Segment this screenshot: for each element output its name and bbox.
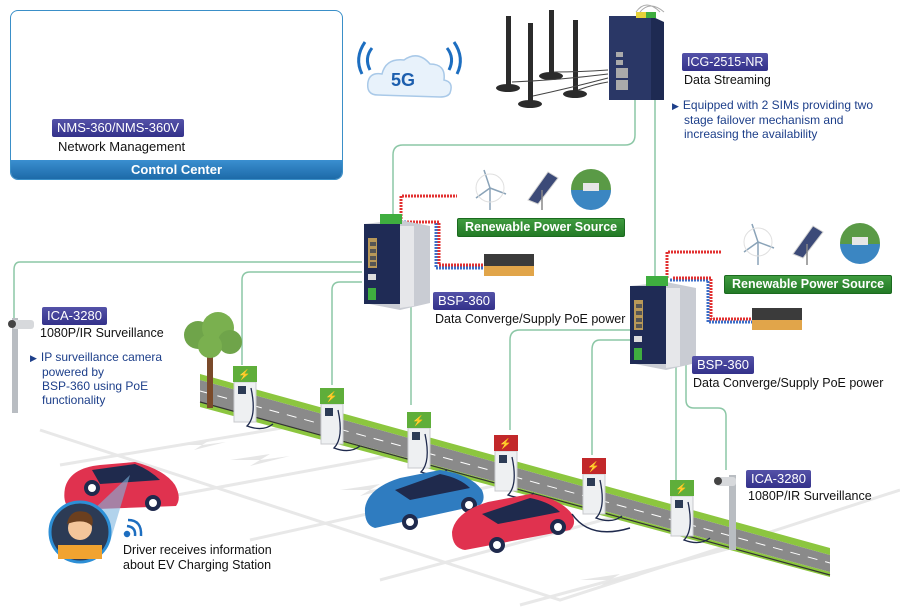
camera-right	[714, 475, 736, 550]
charger-status-light	[320, 388, 344, 404]
renewable-icons-right	[743, 223, 880, 265]
charger-status-light	[233, 366, 257, 382]
lightning-bolt-icon: ⚡	[238, 368, 250, 381]
wind-turbine-icon	[475, 169, 507, 210]
charging-station-in-use: ⚡	[582, 458, 623, 522]
battery-right	[752, 308, 802, 330]
power-cables	[399, 194, 752, 324]
car-red-right	[452, 494, 631, 553]
parking-bolt-marks	[180, 440, 640, 586]
charger-status-light	[582, 458, 606, 474]
5g-signal-icon	[357, 41, 462, 75]
camera-left-description: 1080P/IR Surveillance	[40, 326, 164, 340]
charging-station-available: ⚡	[670, 480, 711, 544]
bullet-arrow-icon: ▶	[30, 353, 37, 363]
camera-left-model-tag: ICA-3280	[42, 307, 107, 325]
bsp-360-left-device	[364, 214, 430, 310]
icg-description: Data Streaming	[684, 73, 771, 87]
hydro-dam-icon	[840, 223, 880, 264]
bsp-360-right-device	[630, 276, 696, 370]
control-center-title: Control Center	[11, 160, 342, 179]
nms-model-tag: NMS-360/NMS-360V	[52, 119, 185, 137]
charger-screen	[499, 455, 507, 463]
bsp-right-description: Data Converge/Supply PoE power	[693, 376, 884, 390]
icg-feature-note: ▶Equipped with 2 SIMs providing two stag…	[672, 98, 874, 141]
charging-station-available: ⚡	[407, 412, 448, 476]
icg-model-tag: ICG-2515-NR	[682, 53, 769, 71]
bullet-arrow-icon: ▶	[672, 101, 679, 111]
control-center-panel: Control Center	[10, 10, 343, 180]
hydro-dam-icon	[571, 169, 611, 210]
renewable-power-label-right: Renewable Power Source	[724, 275, 893, 294]
renewable-icons-left	[475, 169, 611, 210]
solar-panel-icon	[527, 171, 559, 210]
lightning-bolt-icon: ⚡	[587, 460, 599, 473]
lightning-bolt-icon: ⚡	[325, 390, 337, 403]
lightning-bolt-icon: ⚡	[412, 414, 424, 427]
antennas	[496, 10, 609, 108]
charger-status-light	[494, 435, 518, 451]
camera-left-feature-note: ▶IP surveillance camera powered by BSP-3…	[30, 350, 163, 407]
driver-avatar	[48, 475, 130, 564]
camera-left	[8, 318, 34, 413]
car-blue	[364, 470, 484, 530]
charging-station-available: ⚡	[233, 366, 274, 430]
lightning-bolt-icon: ⚡	[499, 437, 511, 450]
charger-cable	[682, 501, 711, 544]
charger-screen	[412, 432, 420, 440]
icg-gateway-device	[609, 4, 665, 100]
bsp-left-description: Data Converge/Supply PoE power	[435, 312, 626, 326]
charger-screen	[675, 500, 683, 508]
solar-panel-icon	[792, 225, 824, 265]
charger-status-light	[407, 412, 431, 428]
charging-station-available: ⚡	[320, 388, 361, 452]
charger-cable	[594, 479, 623, 522]
parking-lot	[39, 418, 900, 607]
charger-screen	[325, 408, 333, 416]
battery-left	[484, 254, 534, 276]
5g-label: 5G	[391, 70, 416, 90]
bsp-right-model-tag: BSP-360	[692, 356, 755, 374]
charger-cable	[245, 387, 274, 430]
charger-screen	[587, 478, 595, 486]
charger-cable	[332, 409, 361, 452]
nms-description: Network Management	[58, 139, 186, 154]
charger-status-light	[670, 480, 694, 496]
driver-info-text: Driver receives information about EV Cha…	[123, 543, 272, 572]
bsp-left-model-tag: BSP-360	[433, 292, 496, 310]
camera-right-description: 1080P/IR Surveillance	[748, 489, 872, 503]
lightning-bolt-icon: ⚡	[675, 482, 687, 495]
cloud-icon	[366, 55, 452, 98]
renewable-power-label-left: Renewable Power Source	[457, 218, 626, 237]
wireless-signal-icon	[123, 518, 143, 538]
tree-icon	[184, 312, 242, 408]
camera-right-model-tag: ICA-3280	[746, 470, 811, 488]
wind-turbine-icon	[743, 223, 775, 265]
charger-screen	[238, 386, 246, 394]
